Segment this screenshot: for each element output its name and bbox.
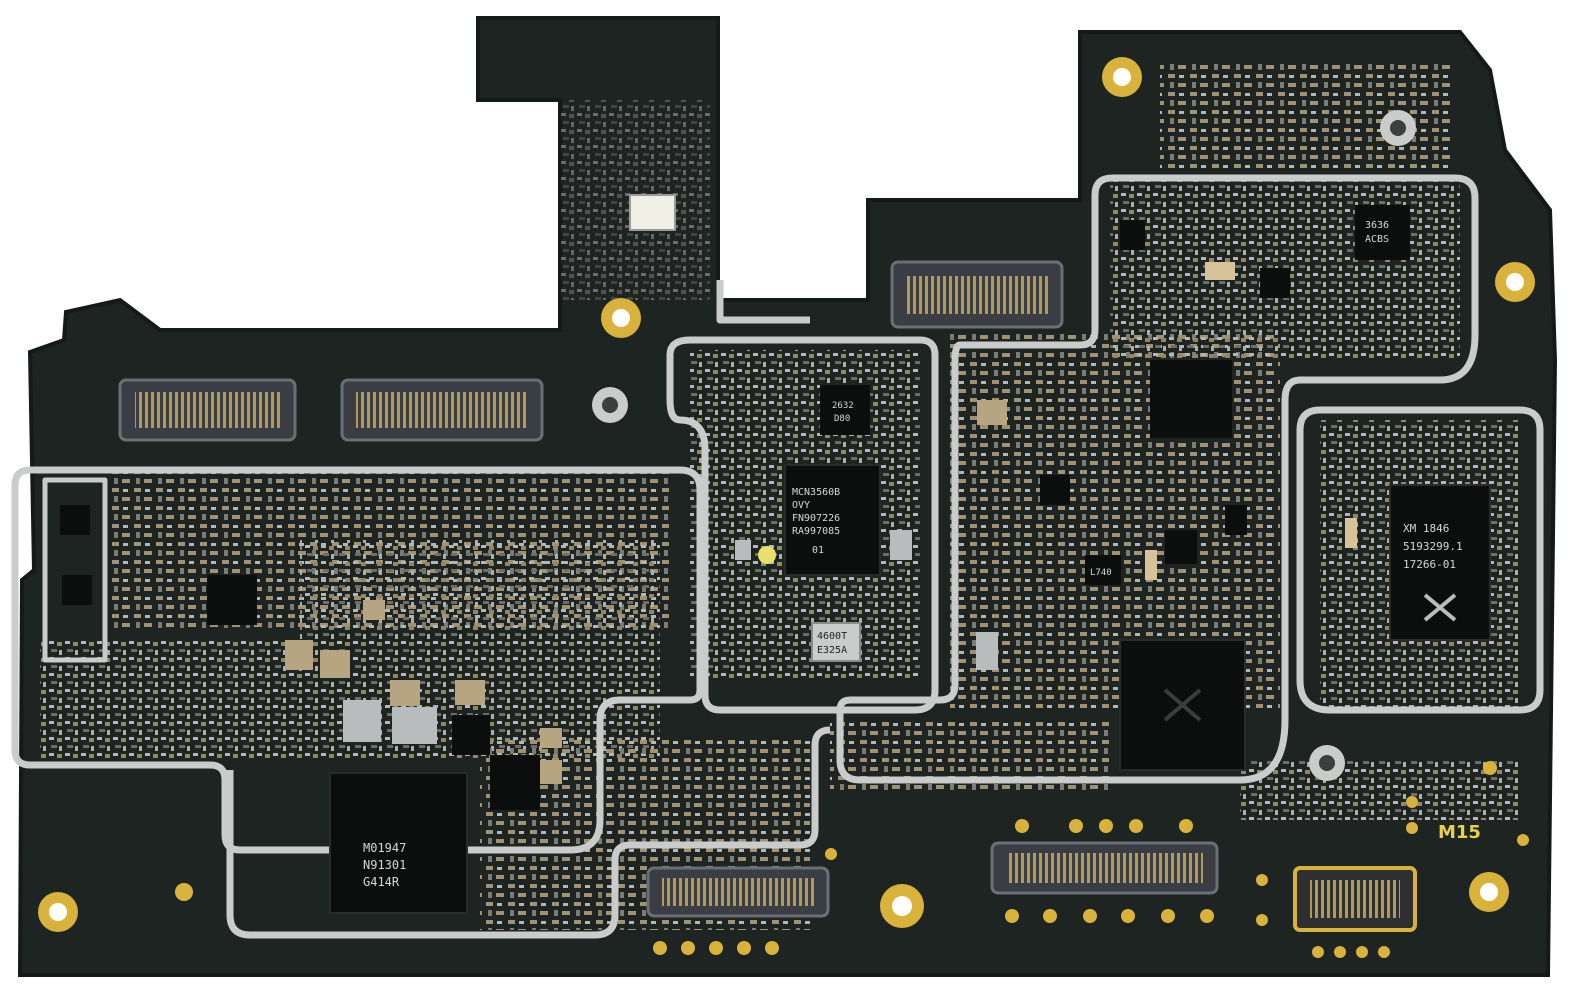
small-ic-a-marking-2: ACBS <box>1365 234 1389 245</box>
crystal-marking-1: 4600T <box>817 631 847 642</box>
soc-marking-1: M01947 <box>363 841 406 855</box>
pmic-chip <box>784 464 881 576</box>
connector-battery <box>1293 866 1417 932</box>
connector-top <box>890 260 1064 329</box>
passive-components <box>285 194 1357 784</box>
rf-marking-2: 5193299.1 <box>1403 540 1463 553</box>
mount-hole-3 <box>1495 262 1535 302</box>
rf-transceiver-chip <box>1389 484 1491 641</box>
soc-marking-3: G414R <box>363 875 400 889</box>
connector-left-2 <box>340 378 544 442</box>
pmic-marking-1: MCN3560B <box>792 487 840 498</box>
antenna-connectors <box>592 110 1416 781</box>
rf-marking-1: XM 1846 <box>1403 522 1449 535</box>
small-ic-c-marking: L740 <box>1090 568 1112 578</box>
mounting-holes <box>38 57 1535 932</box>
flash-led <box>629 194 676 231</box>
small-ic-b <box>820 385 870 435</box>
crystal-chip <box>811 622 861 662</box>
connector-bottom-left <box>646 866 830 918</box>
soc-chip <box>329 772 468 914</box>
soc-marking-2: N91301 <box>363 858 406 872</box>
small-ic-b-marking-2: D80 <box>834 414 850 424</box>
ic-power-b <box>452 715 490 755</box>
antenna-connector-2 <box>1380 110 1416 146</box>
small-ic-a-marking-1: 3636 <box>1365 220 1389 231</box>
pmic-marking-4: RA997085 <box>792 526 840 537</box>
crystal-marking-2: E325A <box>817 645 847 656</box>
board-connectors <box>118 260 1417 932</box>
rf-logo-mark <box>1423 593 1457 622</box>
ic-audio <box>207 575 257 625</box>
pmic-marking-2: OVY <box>792 500 810 511</box>
ic-power-a <box>490 755 540 810</box>
rf-marking-3: 17266-01 <box>1403 558 1456 571</box>
rf-shield-frames <box>11 174 1544 939</box>
mount-hole-5 <box>880 884 924 928</box>
connector-left-1 <box>118 378 297 442</box>
pmic-marking-5: 01 <box>812 545 824 556</box>
mount-hole-4 <box>38 892 78 932</box>
small-ic-a <box>1355 205 1410 260</box>
small-ic-b-marking-1: 2632 <box>832 401 854 411</box>
connector-bottom-center <box>990 841 1219 895</box>
gold-test-pads <box>175 761 1529 958</box>
status-led <box>758 546 776 564</box>
main-chips: M01947 N91301 G414R MCN3560B OVY FN90722… <box>60 205 1491 914</box>
ic-memory <box>1150 360 1232 438</box>
antenna-connector-3 <box>1309 745 1345 781</box>
mount-hole-1 <box>601 298 641 338</box>
mount-hole-2 <box>1102 57 1142 97</box>
board-label: M15 <box>1438 822 1481 843</box>
small-ic-c <box>1085 555 1121 585</box>
mount-hole-6 <box>1469 872 1509 912</box>
pmic-marking-3: FN907226 <box>792 513 840 524</box>
antenna-connector-1 <box>592 387 628 423</box>
